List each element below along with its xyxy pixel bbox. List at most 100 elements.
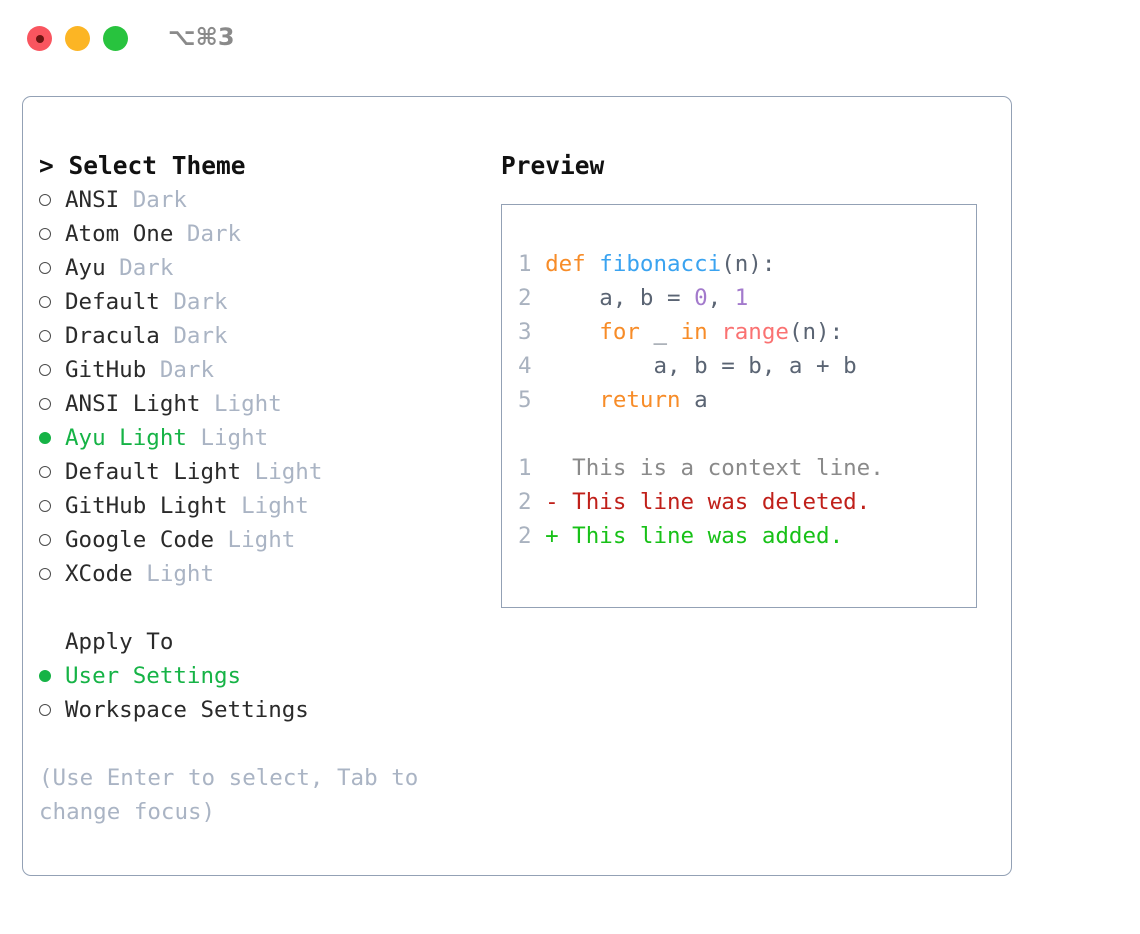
radio-dot xyxy=(39,398,51,410)
theme-option-ayu[interactable]: Ayu Dark xyxy=(39,251,479,285)
radio-dot xyxy=(39,296,51,308)
code-line: 3 for _ in range(n): xyxy=(518,315,884,349)
radio-dot xyxy=(39,670,51,682)
option-label: Dracula xyxy=(65,323,160,349)
radio-dot xyxy=(39,194,51,206)
line-number: 1 xyxy=(518,251,546,277)
traffic-lights xyxy=(27,26,128,51)
theme-variant-tag: Light xyxy=(200,391,282,417)
maximize-button[interactable] xyxy=(103,26,128,51)
code-token: 1 xyxy=(734,285,749,311)
radio-unselected-icon[interactable] xyxy=(39,251,65,285)
close-button[interactable] xyxy=(27,26,52,51)
radio-unselected-icon[interactable] xyxy=(39,455,65,489)
apply-to-option-user-settings[interactable]: User Settings xyxy=(39,659,479,693)
code-line: 5 return a xyxy=(518,383,884,417)
code-token xyxy=(545,319,599,345)
radio-unselected-icon[interactable] xyxy=(39,319,65,353)
theme-variant-tag: Light xyxy=(214,527,296,553)
option-label: Workspace Settings xyxy=(65,697,309,723)
radio-unselected-icon[interactable] xyxy=(39,693,65,727)
theme-option-ansi[interactable]: ANSI Dark xyxy=(39,183,479,217)
radio-unselected-icon[interactable] xyxy=(39,353,65,387)
theme-option-ayu-light[interactable]: Ayu Light Light xyxy=(39,421,479,455)
option-label: ANSI xyxy=(65,187,120,213)
option-label: Ayu xyxy=(65,255,106,281)
theme-option-github[interactable]: GitHub Dark xyxy=(39,353,479,387)
select-theme-heading: > Select Theme xyxy=(39,151,246,180)
theme-option-google-code[interactable]: Google Code Light xyxy=(39,523,479,557)
keyboard-hint: (Use Enter to select, Tab to change focu… xyxy=(39,765,432,825)
code-token: return xyxy=(599,387,681,413)
code-token: range xyxy=(721,319,789,345)
line-number: 2 xyxy=(518,523,546,549)
option-label: XCode xyxy=(65,561,133,587)
option-label: GitHub xyxy=(65,357,147,383)
line-number: 1 xyxy=(518,455,546,481)
radio-selected-icon[interactable] xyxy=(39,659,65,693)
code-token xyxy=(708,319,722,345)
diff-text: - This line was deleted. xyxy=(545,489,871,515)
code-token: (n): xyxy=(788,319,844,345)
radio-selected-icon[interactable] xyxy=(39,421,65,455)
radio-dot xyxy=(39,262,51,274)
theme-option-ansi-light[interactable]: ANSI Light Light xyxy=(39,387,479,421)
diff-line-del: 2 - This line was deleted. xyxy=(518,485,884,519)
code-token xyxy=(545,387,599,413)
theme-variant-tag: Light xyxy=(186,425,269,451)
theme-option-default[interactable]: Default Dark xyxy=(39,285,479,319)
theme-variant-tag: Dark xyxy=(173,221,242,247)
radio-unselected-icon[interactable] xyxy=(39,489,65,523)
radio-unselected-icon[interactable] xyxy=(39,387,65,421)
code-token: (n): xyxy=(721,251,776,277)
radio-dot xyxy=(39,228,51,240)
radio-unselected-icon[interactable] xyxy=(39,523,65,557)
radio-dot xyxy=(39,500,51,512)
theme-variant-tag: Dark xyxy=(119,187,187,213)
diff-text: This is a context line. xyxy=(545,455,884,481)
radio-dot xyxy=(39,466,51,478)
radio-dot xyxy=(39,568,51,580)
radio-unselected-icon[interactable] xyxy=(39,557,65,591)
theme-variant-tag: Light xyxy=(227,493,309,519)
code-token: _ xyxy=(639,319,681,345)
diff-line-add: 2 + This line was added. xyxy=(518,519,884,553)
option-label: GitHub Light xyxy=(65,493,228,519)
option-label: Ayu Light xyxy=(65,425,187,451)
code-token: a, b = xyxy=(545,285,695,311)
line-number: 2 xyxy=(518,285,546,311)
diff-text: + This line was added. xyxy=(545,523,844,549)
code-token: fibonacci xyxy=(599,251,722,277)
code-blank-line xyxy=(518,417,884,451)
radio-unselected-icon[interactable] xyxy=(39,217,65,251)
theme-option-dracula[interactable]: Dracula Dark xyxy=(39,319,479,353)
theme-option-atom-one[interactable]: Atom One Dark xyxy=(39,217,479,251)
code-token: a, b = b, a + b xyxy=(545,353,857,379)
title-bar: ⌥⌘3 xyxy=(0,0,1140,78)
theme-variant-tag: Dark xyxy=(159,323,228,349)
option-label: Default Light xyxy=(65,459,242,485)
apply-to-option-workspace-settings[interactable]: Workspace Settings xyxy=(39,693,479,727)
spacer xyxy=(39,591,479,625)
preview-heading: Preview xyxy=(501,151,605,180)
line-number: 5 xyxy=(518,387,546,413)
option-label: Default xyxy=(65,289,160,315)
minimize-button[interactable] xyxy=(65,26,90,51)
theme-option-github-light[interactable]: GitHub Light Light xyxy=(39,489,479,523)
apply-to-heading: Apply To xyxy=(65,629,174,655)
code-token: a xyxy=(680,387,708,413)
radio-unselected-icon[interactable] xyxy=(39,285,65,319)
option-label: User Settings xyxy=(65,663,242,689)
code-line: 1 def fibonacci(n): xyxy=(518,247,884,281)
theme-option-default-light[interactable]: Default Light Light xyxy=(39,455,479,489)
theme-option-xcode[interactable]: XCode Light xyxy=(39,557,479,591)
radio-unselected-icon[interactable] xyxy=(39,183,65,217)
code-line: 4 a, b = b, a + b xyxy=(518,349,884,383)
code-token: def xyxy=(545,251,600,277)
